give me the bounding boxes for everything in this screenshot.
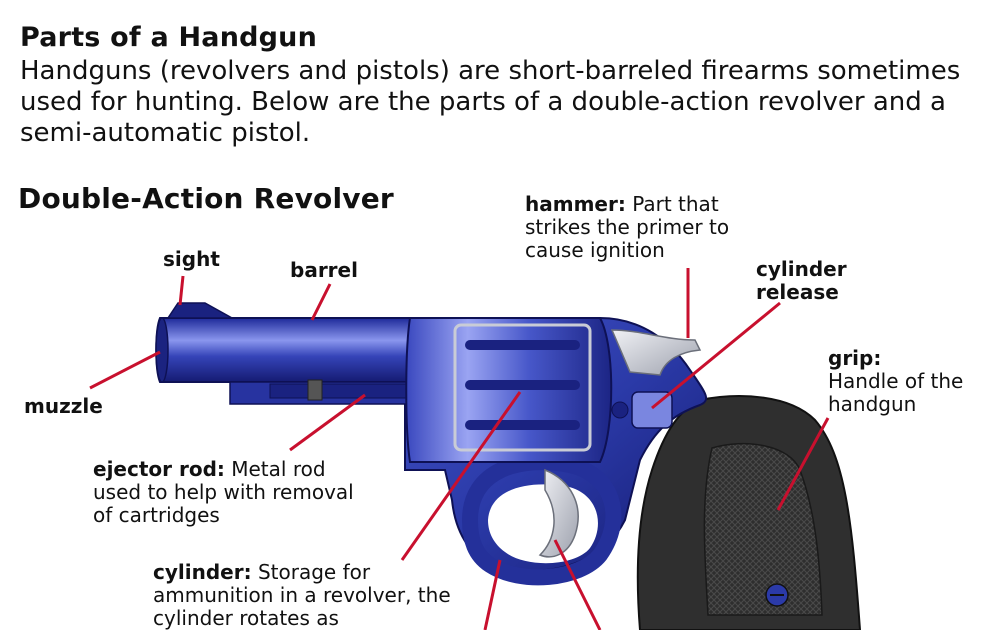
intro-paragraph: Handguns (revolvers and pistols) are sho…	[20, 56, 961, 148]
label-hammer: hammer: Part that strikes the primer to …	[525, 193, 775, 262]
label-muzzle: muzzle	[24, 394, 103, 418]
label-sight: sight	[163, 247, 220, 271]
label-cylinder: cylinder: Storage for ammunition in a re…	[153, 561, 463, 630]
label-ejector-term: ejector rod:	[93, 457, 225, 481]
section-title: Double-Action Revolver	[18, 182, 394, 215]
label-cylinder-release: cylinder release	[756, 258, 847, 304]
leader-barrel	[310, 283, 332, 321]
label-hammer-desc: Part that strikes the primer to cause ig…	[525, 192, 730, 262]
leader-cylinder-release	[651, 301, 781, 410]
label-ejector-rod: ejector rod: Metal rod used to help with…	[93, 458, 373, 527]
label-ejector-desc: Metal rod used to help with removal of c…	[93, 457, 354, 527]
trigger	[538, 468, 579, 558]
label-barrel: barrel	[290, 258, 358, 282]
front-sight	[166, 302, 235, 319]
label-hammer-term: hammer:	[525, 192, 626, 216]
label-cylinder-desc: Storage for ammunition in a revolver, th…	[153, 560, 451, 630]
leader-cylinder	[400, 391, 522, 561]
trigger-guard	[461, 454, 622, 586]
label-grip: grip: Handle of the handgun	[828, 347, 993, 416]
leader-sight	[178, 275, 185, 306]
label-cylinder-release-line1: cylinder	[756, 257, 847, 281]
label-grip-desc: Handle of the handgun	[828, 369, 964, 416]
label-cylinder-release-line2: release	[756, 280, 839, 304]
leader-muzzle	[89, 350, 161, 390]
grip-checkering	[703, 442, 823, 616]
label-cylinder-term: cylinder:	[153, 560, 252, 584]
hammer	[610, 329, 702, 376]
leader-frame	[483, 559, 502, 630]
label-grip-term: grip:	[828, 346, 882, 370]
leader-grip	[776, 417, 830, 511]
leader-lines	[89, 268, 830, 630]
barrel	[155, 317, 413, 383]
page-title: Parts of a Handgun	[20, 22, 318, 53]
ejector-rod	[269, 383, 411, 399]
leader-ejector-rod	[289, 393, 366, 452]
leader-trigger	[553, 539, 602, 630]
